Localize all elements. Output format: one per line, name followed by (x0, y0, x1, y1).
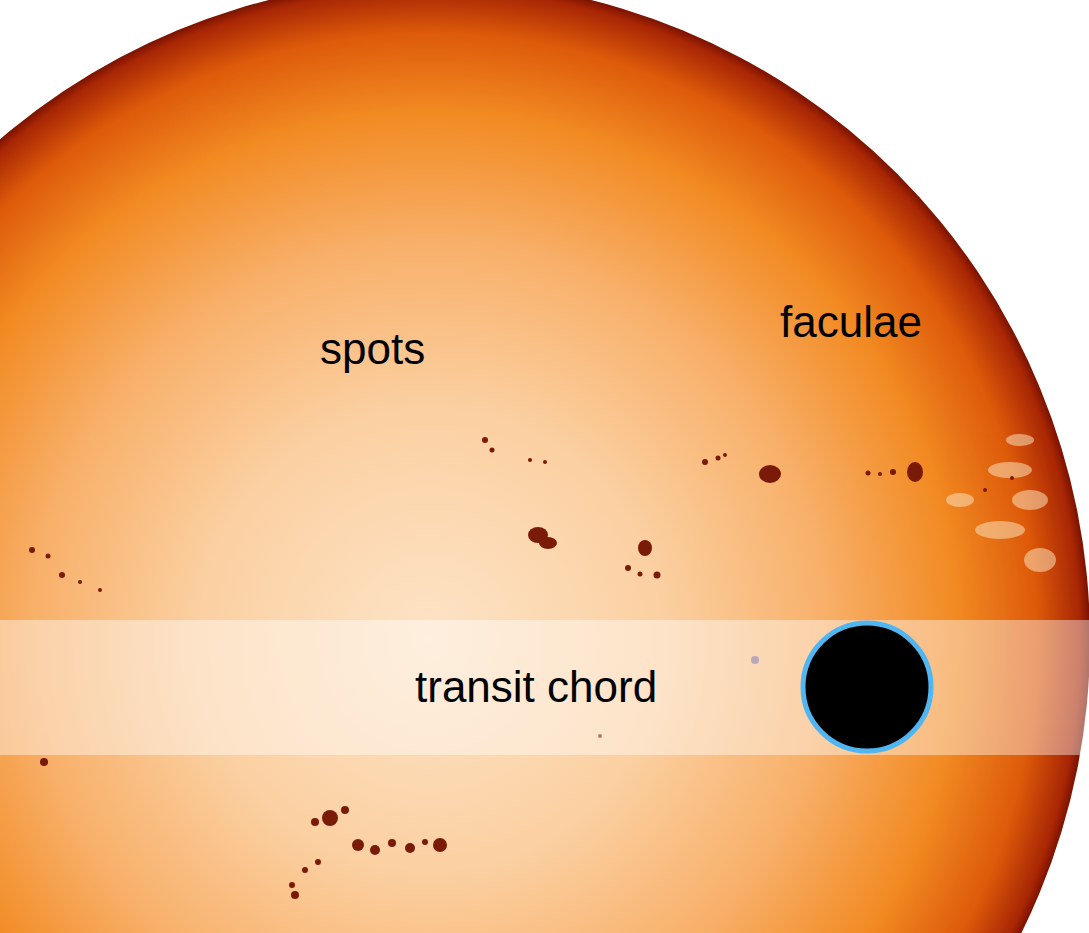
planet-disk (803, 623, 931, 751)
region-label: faculae (780, 298, 922, 346)
region-label: spots (320, 325, 425, 373)
faculae-patches (946, 434, 1056, 572)
transit-band: transit chord (0, 620, 1089, 755)
band-label: transit chord (415, 663, 657, 711)
